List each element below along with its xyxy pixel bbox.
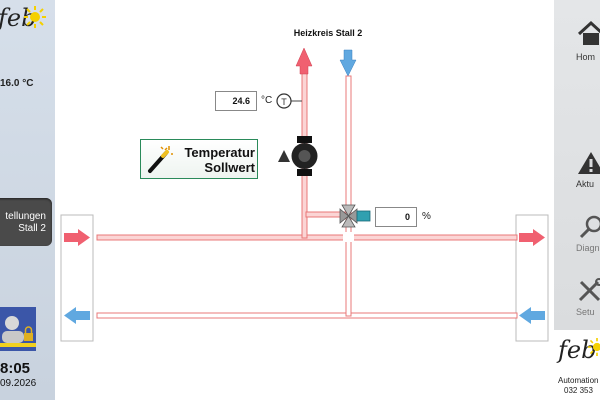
warning-icon xyxy=(578,152,600,174)
left-sidebar: feb 16.0 °C tellungen Stall 2 8:05 09.20… xyxy=(0,0,55,400)
company-phone: 032 353 xyxy=(564,386,593,395)
supply-pipe xyxy=(96,234,518,241)
diagnose-label: Diagn xyxy=(576,243,600,253)
temperature-sensor-icon: T xyxy=(276,93,302,109)
settings-label-2: Stall 2 xyxy=(18,223,46,234)
right-sidebar: Hom Aktu Diagn Setu feb Automation 032 3… xyxy=(554,0,600,400)
flow-arrow-icon xyxy=(295,47,313,75)
return-in-arrow-icon xyxy=(519,307,545,324)
magnifier-icon xyxy=(579,215,600,239)
setup-label: Setu xyxy=(576,307,595,317)
setpoint-label-2: Sollwert xyxy=(204,160,255,175)
settings-label-1: tellungen xyxy=(5,211,46,222)
setup-button[interactable]: Setu xyxy=(554,276,600,324)
clock-time: 8:05 xyxy=(0,360,31,377)
current-label: Aktu xyxy=(576,179,595,189)
home-icon xyxy=(577,20,600,45)
flow-temperature-value: 24.6 xyxy=(215,91,257,111)
svg-text:T: T xyxy=(281,97,287,107)
sun-icon xyxy=(24,6,46,28)
flow-temperature-unit: °C xyxy=(261,95,273,106)
return-out-arrow-icon xyxy=(64,307,90,324)
home-label: Hom xyxy=(576,52,596,62)
user-login-button[interactable] xyxy=(0,307,36,351)
sun-footer-icon xyxy=(588,338,600,356)
settings-stall-button[interactable]: tellungen Stall 2 xyxy=(0,198,52,246)
mixing-valve-icon xyxy=(339,204,371,228)
feb-logo-footer: feb xyxy=(558,336,597,364)
supply-out-arrow-icon xyxy=(519,229,545,246)
diagnose-button[interactable]: Diagn xyxy=(554,212,600,260)
valve-position-unit: % xyxy=(422,211,431,222)
tools-icon xyxy=(578,278,600,302)
supply-in-arrow-icon xyxy=(64,229,90,246)
flow-riser xyxy=(301,69,308,239)
return-pipe xyxy=(96,312,518,319)
user-avatar-icon xyxy=(0,316,36,347)
clock-date: 09.2026 xyxy=(0,378,37,389)
current-alarms-button[interactable]: Aktu xyxy=(554,146,600,196)
home-button[interactable]: Hom xyxy=(554,14,600,74)
temperature-setpoint-button[interactable]: Temperatur Sollwert xyxy=(140,139,258,179)
return-riser xyxy=(345,75,352,317)
company-name: Automation xyxy=(558,376,599,385)
circuit-title: Heizkreis Stall 2 xyxy=(293,28,363,38)
magic-wand-icon xyxy=(148,146,173,173)
pump-icon xyxy=(278,136,318,176)
return-arrow-icon xyxy=(339,49,357,77)
outside-temperature: 16.0 °C xyxy=(0,78,34,89)
valve-position-value: 0 xyxy=(375,207,417,227)
feb-footer-logo: feb Automation 032 353 xyxy=(554,330,600,400)
setpoint-label-1: Temperatur xyxy=(184,145,255,160)
